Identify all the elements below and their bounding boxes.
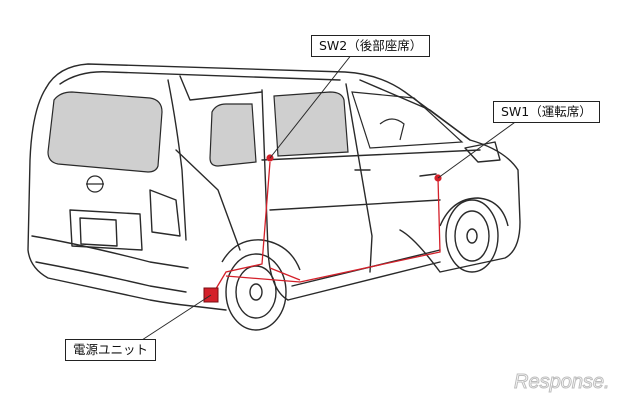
windows xyxy=(47,91,349,173)
watermark-text: Response. xyxy=(514,371,610,393)
rear-window xyxy=(47,91,163,173)
response-watermark: Response. xyxy=(514,371,611,394)
emblem-icon xyxy=(86,175,104,193)
front-window xyxy=(351,91,464,149)
car-body xyxy=(27,63,521,311)
leader-lines xyxy=(141,53,519,341)
power-unit-label: 電源ユニット xyxy=(65,339,157,361)
wiring-harness xyxy=(213,161,441,293)
rear-wheel xyxy=(221,239,301,331)
rear-quarter-window xyxy=(209,103,257,167)
sw2-label: SW2（後部座席） xyxy=(311,35,431,57)
sliding-door-window xyxy=(273,91,349,157)
sw1-label: SW1（運転席） xyxy=(493,101,600,123)
front-wheel xyxy=(439,197,509,273)
